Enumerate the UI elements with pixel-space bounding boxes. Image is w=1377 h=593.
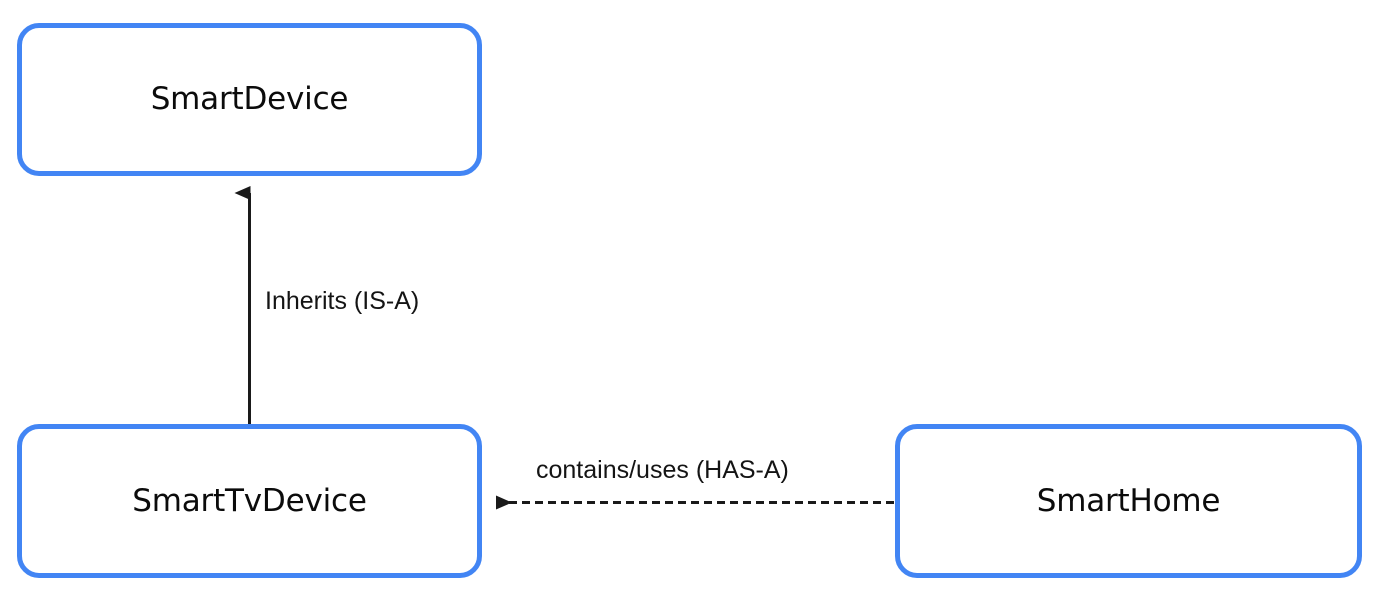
node-smarttvdevice-label: SmartTvDevice bbox=[132, 482, 367, 519]
node-smartdevice[interactable]: SmartDevice bbox=[17, 23, 482, 176]
node-smarthome[interactable]: SmartHome bbox=[895, 424, 1362, 578]
edge-label-contains: contains/uses (HAS-A) bbox=[536, 456, 789, 484]
node-smartdevice-label: SmartDevice bbox=[150, 81, 349, 117]
node-smarttvdevice[interactable]: SmartTvDevice bbox=[17, 424, 482, 578]
node-smarthome-label: SmartHome bbox=[1036, 482, 1221, 519]
edge-label-inherits: Inherits (IS-A) bbox=[265, 287, 420, 315]
